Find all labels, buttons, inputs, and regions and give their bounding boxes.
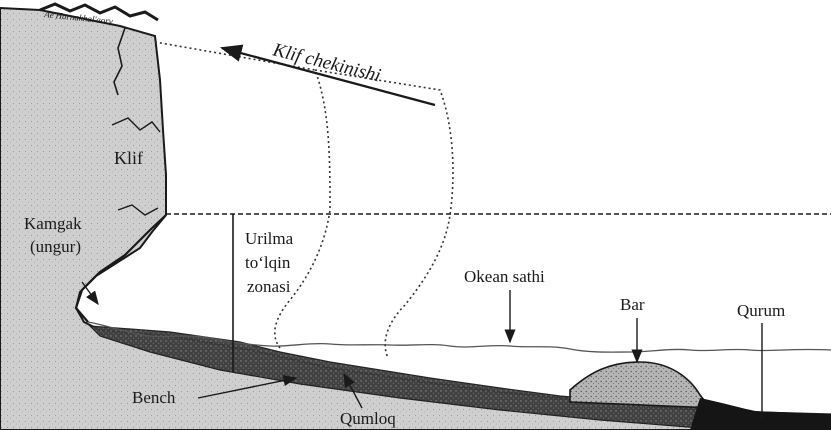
- label-klif-chekinishi: Klif chekinishi: [270, 39, 383, 86]
- bar-mound: [570, 362, 715, 408]
- former-cliff-1: [155, 42, 330, 348]
- label-urilma: Urilma: [245, 229, 294, 248]
- label-bench: Bench: [132, 388, 176, 407]
- kamgak-pointer: [82, 282, 98, 304]
- label-okean-sathi: Okean sathi: [464, 267, 545, 286]
- label-kamgak-ungur: (ungur): [30, 237, 81, 256]
- label-qumloq: Qumloq: [340, 409, 396, 428]
- label-qurum: Qurum: [737, 301, 785, 320]
- cliff-rock: [0, 8, 831, 430]
- label-kamgak: Kamgak: [24, 214, 82, 233]
- label-klif: Klif: [114, 148, 143, 168]
- label-urilma-zonasi: zonasi: [247, 277, 291, 296]
- label-urilma-tolqin: to‘lqin: [245, 253, 291, 272]
- label-bar: Bar: [620, 295, 645, 314]
- beach-qurum: [690, 398, 831, 430]
